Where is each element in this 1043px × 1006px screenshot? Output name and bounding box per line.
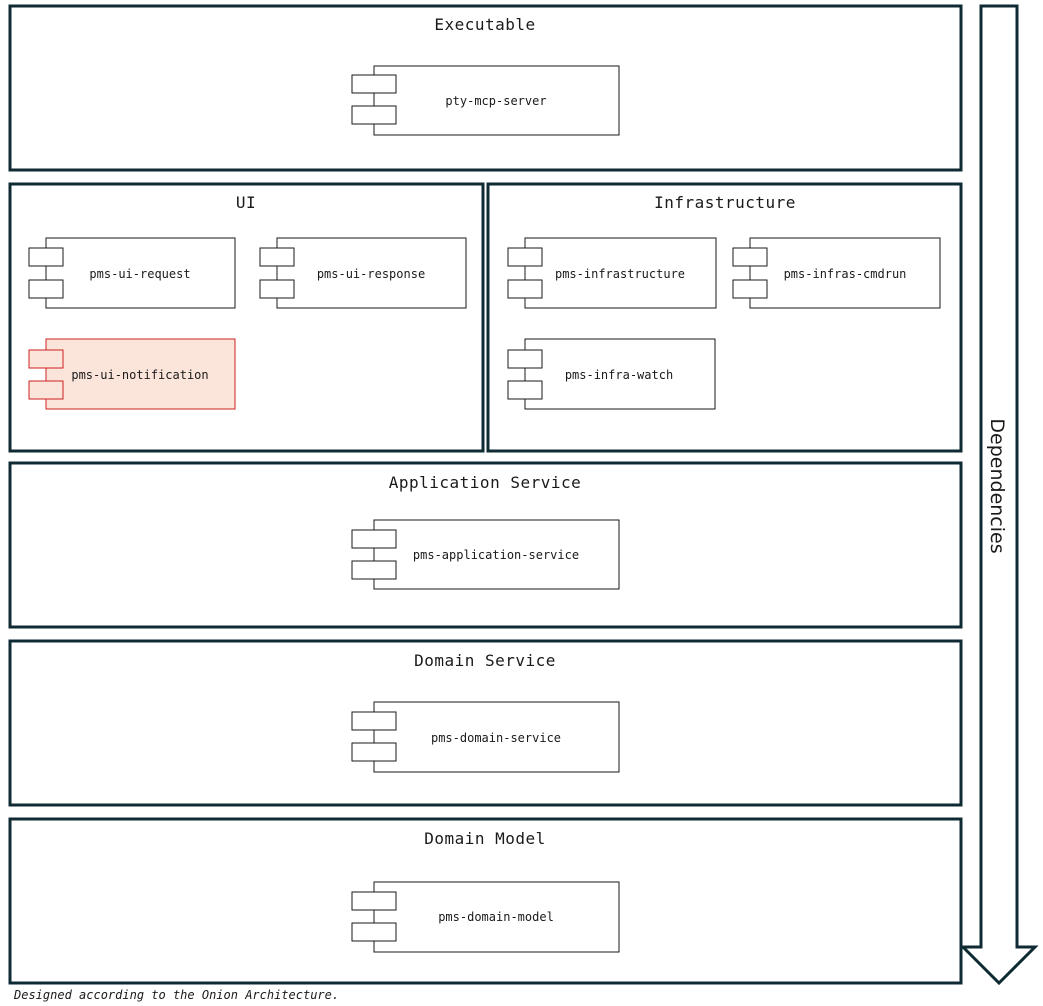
component-port-icon	[351, 742, 397, 762]
component-pms-ui-response: pms-ui-response	[259, 237, 467, 309]
component-label: pms-ui-response	[317, 267, 425, 281]
component-body	[524, 338, 716, 410]
component-port-icon	[351, 74, 397, 94]
component-pms-infras-cmdrun: pms-infras-cmdrun	[732, 237, 941, 309]
component-pms-ui-request: pms-ui-request	[28, 237, 236, 309]
component-body	[276, 237, 467, 309]
component-port-icon	[351, 529, 397, 549]
layer-application-service: Application Service pms-application-serv…	[8, 461, 963, 629]
dependencies-arrow: Dependencies	[959, 4, 1039, 986]
component-body	[45, 237, 236, 309]
component-port-icon	[28, 349, 64, 369]
layer-frame	[486, 182, 963, 453]
layer-title: Infrastructure	[654, 193, 796, 212]
component-port-icon	[28, 380, 64, 400]
component-port-icon	[507, 349, 543, 369]
layer-frame	[8, 182, 485, 453]
component-port-icon	[351, 560, 397, 580]
component-port-icon	[507, 380, 543, 400]
component-body	[524, 237, 717, 309]
component-body	[749, 237, 941, 309]
footer-note: Designed according to the Onion Architec…	[13, 988, 339, 1002]
layer-title: Application Service	[389, 473, 582, 492]
layer-title: Executable	[434, 15, 535, 34]
component-port-icon	[259, 247, 295, 267]
component-port-icon	[351, 891, 397, 911]
component-pms-infra-watch: pms-infra-watch	[507, 338, 716, 410]
component-body-highlighted	[45, 338, 236, 410]
component-port-icon	[351, 105, 397, 125]
component-port-icon	[351, 711, 397, 731]
arrow-label: Dependencies	[986, 418, 1008, 553]
component-label: pms-infra-watch	[565, 368, 673, 382]
component-port-icon	[507, 247, 543, 267]
component-label: pms-domain-service	[431, 731, 561, 745]
component-pms-domain-service: pms-domain-service	[351, 701, 620, 773]
component-port-icon	[732, 279, 768, 299]
component-body	[373, 519, 620, 590]
arrow-down-icon	[959, 4, 1039, 986]
component-label: pms-infras-cmdrun	[784, 267, 907, 281]
component-port-icon	[732, 247, 768, 267]
component-label: pty-mcp-server	[445, 94, 546, 108]
layer-title: Domain Service	[414, 651, 556, 670]
component-label: pms-infrastructure	[555, 267, 685, 281]
layer-ui: UI pms-ui-request pms-ui-response pms-ui…	[8, 182, 485, 453]
component-label: pms-domain-model	[438, 910, 554, 924]
layer-executable: Executable pty-mcp-server	[8, 4, 963, 172]
component-pms-ui-notification: pms-ui-notification	[28, 338, 236, 410]
layer-title: Domain Model	[424, 829, 546, 848]
component-label: pms-ui-notification	[71, 368, 208, 382]
component-port-icon	[28, 247, 64, 267]
component-body	[373, 701, 620, 773]
component-label: pms-ui-request	[89, 267, 190, 281]
layer-title: UI	[236, 193, 256, 212]
component-port-icon	[351, 922, 397, 942]
layer-domain-model: Domain Model pms-domain-model	[8, 817, 963, 985]
component-port-icon	[28, 279, 64, 299]
component-pms-infrastructure: pms-infrastructure	[507, 237, 717, 309]
component-pms-domain-model: pms-domain-model	[351, 881, 620, 953]
layer-infrastructure: Infrastructure pms-infrastructure pms-in…	[486, 182, 963, 453]
component-port-icon	[259, 279, 295, 299]
component-body	[373, 881, 620, 953]
component-label: pms-application-service	[413, 548, 579, 562]
component-pms-application-service: pms-application-service	[351, 519, 620, 590]
component-port-icon	[507, 279, 543, 299]
component-pty-mcp-server: pty-mcp-server	[351, 65, 620, 136]
component-body	[373, 65, 620, 136]
layer-domain-service: Domain Service pms-domain-service	[8, 639, 963, 807]
